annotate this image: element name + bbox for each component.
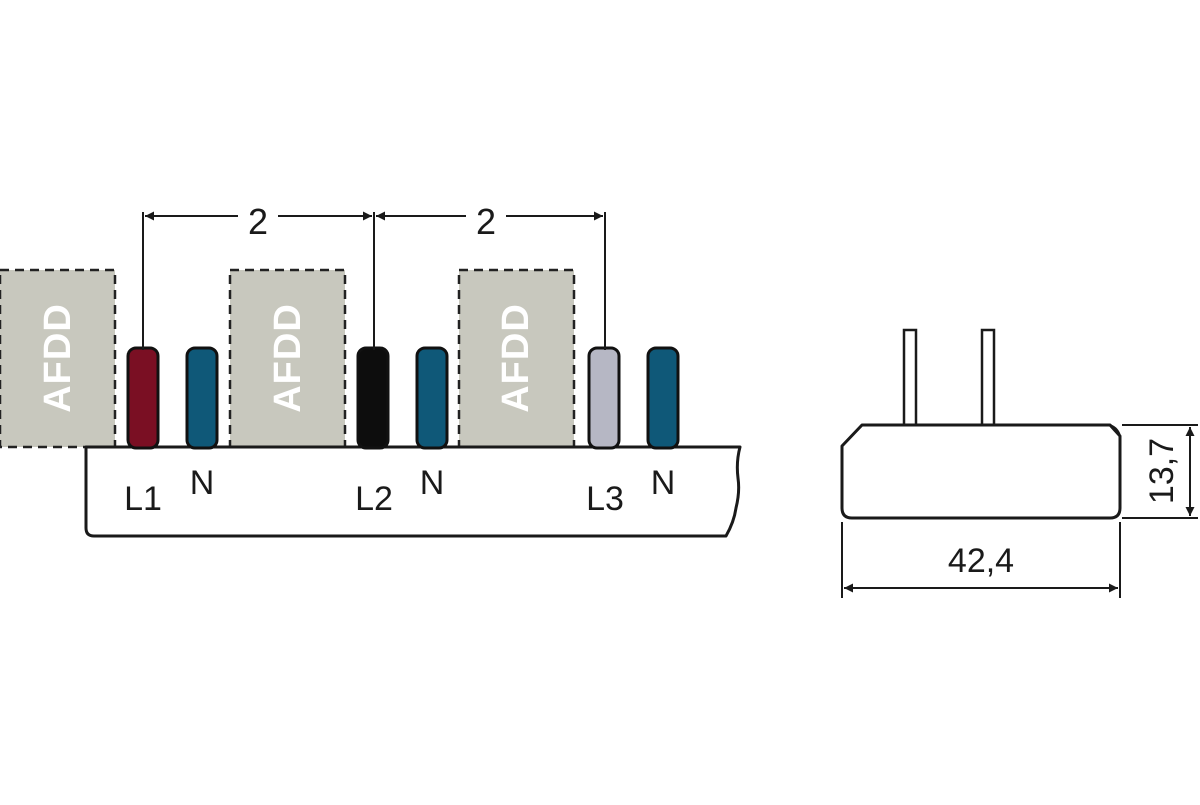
spacing-label-2: 2: [476, 201, 496, 242]
spacing-dimension: 2 2: [142, 201, 606, 350]
afdd-label-1: AFDD: [37, 303, 79, 413]
prong-2: [980, 328, 996, 427]
terminal-label-l3: L3: [586, 480, 624, 518]
height-label: 13,7: [1143, 438, 1181, 504]
prong-1: [902, 328, 918, 427]
pin-l1: [126, 346, 160, 450]
terminal-label-l2: L2: [355, 480, 393, 518]
afdd-module-3: AFDD: [457, 268, 576, 449]
side-view: 42,4 13,7: [840, 328, 1198, 598]
terminal-label-l1: L1: [124, 480, 162, 518]
terminal-label-n-3: N: [651, 464, 676, 502]
busbar-body: [84, 445, 742, 538]
pin-n-3: [646, 346, 680, 450]
pin-n-2: [415, 346, 449, 450]
afdd-label-3: AFDD: [495, 303, 537, 413]
terminal-label-n-2: N: [420, 464, 445, 502]
pin-l3: [587, 346, 621, 450]
pin-n-1: [185, 346, 219, 450]
spacing-label-1: 2: [248, 201, 268, 242]
side-body-corner: [1109, 424, 1121, 437]
pin-l2: [356, 346, 390, 450]
afdd-label-2: AFDD: [267, 303, 309, 413]
width-label: 42,4: [948, 542, 1014, 580]
terminal-label-n-1: N: [190, 464, 215, 502]
afdd-module-1: AFDD: [0, 268, 117, 449]
side-body: [840, 423, 1122, 520]
afdd-module-2: AFDD: [228, 268, 347, 449]
front-view: AFDD AFDD AFDD L1 N L2 N L3 N: [0, 201, 742, 538]
